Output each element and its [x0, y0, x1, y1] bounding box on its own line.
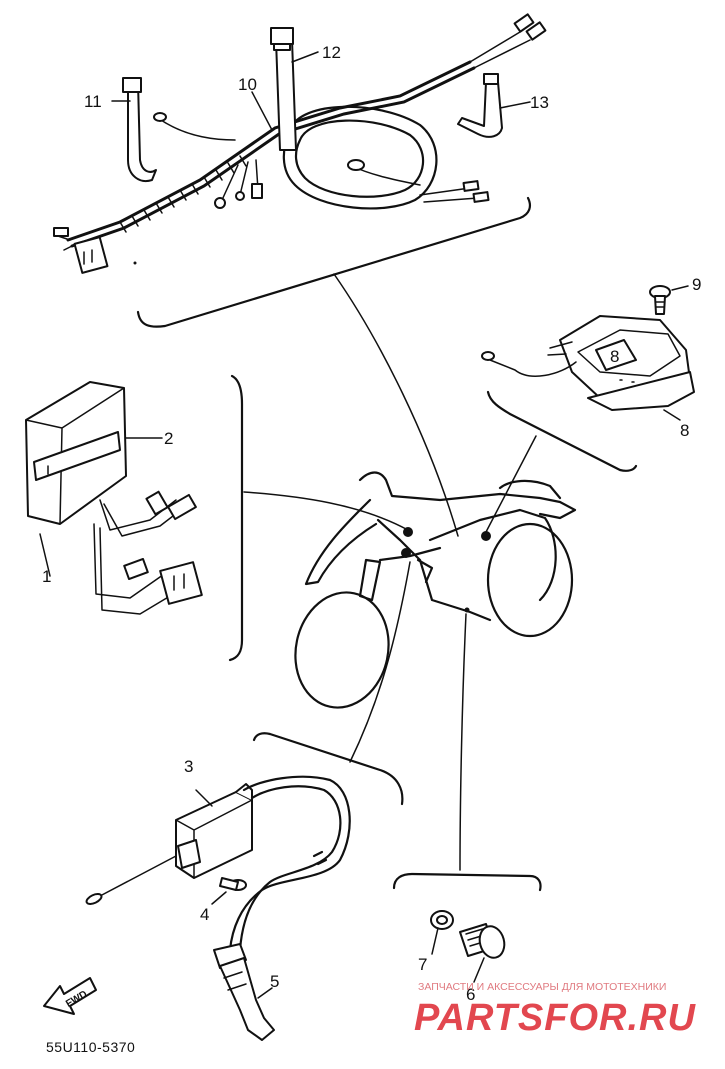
group-bracket-6	[392, 872, 542, 892]
ignition-coil-part-3	[85, 775, 351, 952]
band-part-11	[122, 77, 157, 182]
label-part-13: 13	[530, 93, 549, 112]
regulator-part-8: 8	[481, 315, 695, 421]
spark-plug-cap-part-5	[213, 943, 275, 1041]
band-part-12	[270, 27, 297, 151]
label-part-10: 10	[238, 75, 257, 94]
group-bracket-2	[228, 374, 244, 662]
leader-lines-top	[111, 51, 531, 131]
watermark: ЗАПЧАСТИ И АКСЕССУАРЫ ДЛЯ МОТОТЕХНИКИ PA…	[414, 981, 696, 1039]
leader-lines-bike	[243, 273, 537, 871]
group-bracket-top	[136, 196, 531, 328]
part-number-labels: 11 10 12 13 9 8 2 1 3 4 5 7 6	[42, 43, 701, 1004]
group-bracket-3	[252, 732, 404, 806]
label-part-5: 5	[270, 972, 279, 991]
wire-harness	[53, 13, 547, 274]
label-part-1: 1	[42, 567, 51, 586]
svg-text:8: 8	[610, 347, 619, 366]
label-part-9: 9	[692, 275, 701, 294]
label-part-4: 4	[200, 905, 209, 924]
label-part-3: 3	[184, 757, 193, 776]
drain-bolt-part-6	[459, 923, 506, 983]
motorcycle-outline	[294, 471, 577, 709]
label-part-2: 2	[164, 429, 173, 448]
washer-part-7	[430, 910, 454, 955]
group-bracket-8	[486, 390, 638, 472]
screw-part-9	[649, 285, 689, 315]
diagram-code: 55U110-5370	[46, 1039, 135, 1055]
label-part-6: 6	[466, 985, 475, 1004]
forward-direction-arrow: FWD	[43, 977, 97, 1015]
cdi-unit-part-2	[25, 381, 203, 615]
label-part-8: 8	[680, 421, 689, 440]
label-part-11: 11	[84, 92, 102, 111]
label-part-7: 7	[418, 955, 427, 974]
bolt-part-4	[211, 877, 247, 905]
watermark-brand: PARTSFOR.RU	[414, 997, 696, 1039]
band-part-13	[457, 73, 503, 138]
watermark-tagline: ЗАПЧАСТИ И АКСЕССУАРЫ ДЛЯ МОТОТЕХНИКИ	[418, 981, 666, 993]
label-part-12: 12	[322, 43, 341, 62]
